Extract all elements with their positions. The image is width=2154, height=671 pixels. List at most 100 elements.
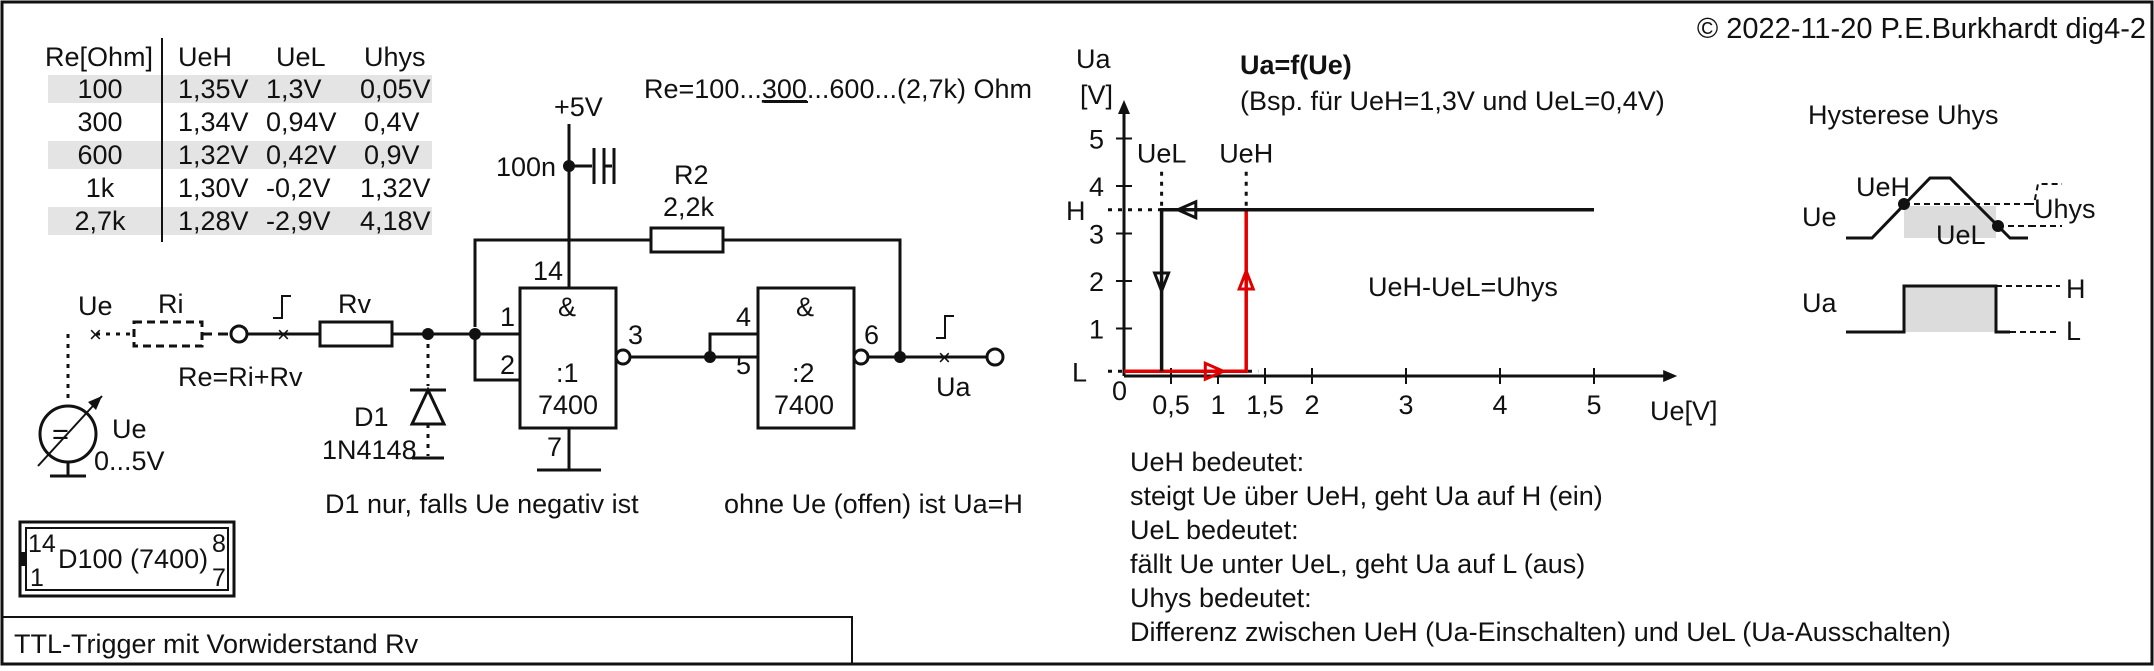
input-terminal	[229, 324, 249, 344]
x-tick-label: 4	[1492, 390, 1507, 420]
x-tick-label: 5	[1586, 390, 1601, 420]
pin-1: 1	[500, 302, 515, 332]
table-cell: 0,4V	[364, 107, 420, 137]
hysteresis-band	[1904, 206, 1996, 238]
falling-path-series	[1159, 208, 1594, 372]
y-axis-arrow	[1118, 100, 1130, 114]
explanation-line: steigt Ue über UeH, geht Ua auf H (ein)	[1130, 481, 1603, 511]
table-header-uhys: Uhys	[364, 42, 426, 72]
table-header-re: Re[Ohm]	[45, 42, 153, 72]
y-tick-label: 1	[1089, 315, 1104, 345]
gate-2-number: :2	[792, 358, 815, 388]
ic-notch	[19, 552, 25, 566]
hys-ua-label: Ua	[1802, 288, 1837, 318]
hysteresis-sketch: Hysterese Uhys Ue Ua UeH UeL Uhys H L	[1802, 100, 2096, 346]
source-range: 0...5V	[94, 446, 165, 476]
rising-path-series	[1124, 209, 1248, 373]
gate-1-input-2-wire	[473, 334, 520, 382]
x-axis-label: Ue[V]	[1650, 396, 1718, 426]
ua-pulse-fill	[1904, 286, 1996, 332]
table-header-uel: UeL	[276, 42, 326, 72]
hys-uhys-label: Uhys	[2034, 194, 2096, 224]
y-axis-unit: [V]	[1080, 80, 1113, 110]
uhys-top-bracket	[2028, 183, 2062, 205]
gate-2-input-4-wire	[708, 332, 758, 357]
table-cell: 0,9V	[364, 140, 420, 170]
explanation-text: UeH bedeutet: steigt Ue über UeH, geht U…	[1130, 447, 1951, 647]
feedback-wire-right	[723, 238, 902, 357]
gate-2-type: 7400	[774, 390, 834, 420]
table-cell: 0,05V	[360, 74, 431, 104]
input-cross-marker: ×	[277, 322, 290, 347]
output-node	[894, 351, 906, 363]
hys-h-label: H	[2066, 274, 2086, 304]
source-label: Ue	[112, 414, 147, 444]
cap-label: 100n	[496, 152, 556, 182]
chart-title: Ua=f(Ue)	[1240, 50, 1352, 80]
table-cell: 600	[77, 140, 122, 170]
pin-7: 7	[547, 432, 562, 462]
diode-icon	[409, 386, 447, 426]
ueh-threshold-label: UeH	[1219, 138, 1273, 168]
ueh-point	[1898, 198, 1910, 210]
ic-pin-7: 7	[212, 564, 226, 592]
table-cell: 300	[77, 107, 122, 137]
explanation-line: fällt Ue unter UeL, geht Ua auf L (aus)	[1130, 549, 1585, 579]
ri-resistor	[132, 320, 204, 348]
transfer-chart: Ua=f(Ue) (Bsp. für UeH=1,3V und UeL=0,4V…	[1066, 44, 1718, 426]
ua-label: Ua	[936, 372, 971, 402]
gate-1-symbol: &	[558, 292, 576, 322]
pin-14: 14	[533, 256, 563, 286]
table-cell: 1,28V	[178, 206, 249, 236]
uel-threshold-label: UeL	[1137, 138, 1187, 168]
output-cross-marker: ×	[938, 345, 951, 370]
x-tick-label: 1,5	[1246, 390, 1284, 420]
hysteresis-title: Hysterese Uhys	[1808, 100, 1999, 130]
footer-title: TTL-Trigger mit Vorwiderstand Rv	[14, 629, 419, 659]
output-step-icon	[936, 315, 954, 339]
y-tick-label: 5	[1089, 125, 1104, 155]
table-row-shade	[48, 207, 432, 235]
step-signal-icon	[273, 295, 291, 319]
re-range-text: Re=100...300...600...(2,7k) Ohm	[644, 74, 1032, 104]
table-cell: 100	[77, 74, 122, 104]
hys-uel-label: UeL	[1936, 220, 1986, 250]
ic-package-inner	[25, 527, 229, 591]
table-cell: 1,34V	[178, 107, 249, 137]
gate-1-number: :1	[556, 358, 579, 388]
explanation-line: UeL bedeutet:	[1130, 515, 1299, 545]
rising-arrow-icon	[1237, 266, 1256, 291]
table-cell: 1,35V	[178, 74, 249, 104]
feedback-wire-left	[473, 238, 651, 327]
rising-arrow-icon	[1203, 360, 1227, 382]
table-cell: 4,18V	[360, 206, 431, 236]
l-level-label: L	[1072, 357, 1087, 387]
gate-2-inverter-bubble	[852, 348, 870, 366]
r2-name: R2	[674, 160, 709, 190]
x-tick-label: 3	[1398, 390, 1413, 420]
y-tick-label: 4	[1089, 172, 1104, 202]
re-range-underlined: 300	[762, 74, 807, 104]
explanation-line: Differenz zwischen UeH (Ua-Einschalten) …	[1130, 617, 1951, 647]
re-range-pre: Re=100...	[644, 74, 762, 104]
origin-label: 0	[1112, 376, 1127, 406]
hys-ueh-label: UeH	[1856, 172, 1910, 202]
table-row-shade	[48, 75, 432, 103]
table-cell: 0,94V	[266, 107, 337, 137]
pin-5: 5	[736, 350, 751, 380]
x-tick-label: 1	[1210, 390, 1225, 420]
ue-waveform	[1846, 176, 2028, 240]
table-cell: 1,30V	[178, 173, 249, 203]
table-cell: -0,2V	[266, 173, 331, 203]
vcc-label: +5V	[554, 92, 603, 122]
ic-pin-8: 8	[212, 530, 226, 558]
r2-resistor	[649, 226, 725, 254]
open-note: ohne Ue (offen) ist Ua=H	[724, 489, 1023, 519]
gate-1-type: 7400	[538, 390, 598, 420]
x-tick-label: 0,5	[1152, 390, 1190, 420]
table-cell: 1,32V	[178, 140, 249, 170]
ri-label: Ri	[158, 289, 184, 319]
